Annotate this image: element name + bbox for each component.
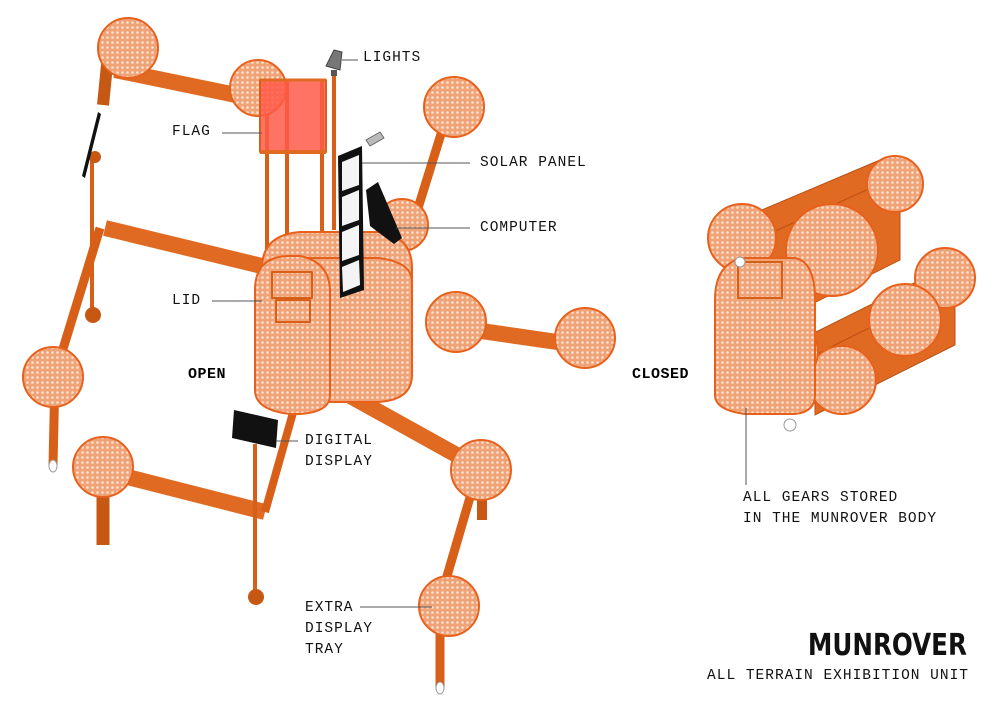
- label-solar-panel: SOLAR PANEL: [480, 155, 587, 171]
- arm-left-upper: [103, 220, 272, 276]
- label-gears-note-line1: ALL GEARS STORED: [743, 490, 899, 506]
- label-extra-display-tray: EXTRA DISPLAY TRAY: [305, 598, 373, 661]
- closed-body: [714, 257, 816, 415]
- digital-display: [232, 410, 278, 452]
- open-rover: [22, 17, 616, 695]
- left-mast-puck: [85, 307, 101, 323]
- label-gears-note: ALL GEARS STORED IN THE MUNROVER BODY: [743, 488, 937, 530]
- label-digital-display: DIGITAL DISPLAY: [305, 431, 373, 473]
- label-lid: LID: [172, 293, 202, 309]
- label-extra-display-tray-line3: TRAY: [305, 642, 344, 658]
- wheel-right-inner: [425, 291, 487, 353]
- computer: [366, 182, 402, 244]
- wheel-top-right: [423, 76, 485, 138]
- label-digital-display-line1: DIGITAL: [305, 433, 373, 449]
- label-computer: COMPUTER: [480, 220, 558, 236]
- solar-panel: [338, 131, 385, 298]
- left-gear-knob: [89, 151, 101, 163]
- rover-body-open: [254, 231, 413, 415]
- wheel-right-outer: [554, 307, 616, 369]
- wheel-top-left: [97, 17, 159, 79]
- closed-feet: [734, 256, 797, 432]
- label-digital-display-line2: DISPLAY: [305, 454, 373, 470]
- wheel-bottom-left: [72, 436, 134, 498]
- display-mast-puck: [248, 589, 264, 605]
- label-extra-display-tray-line2: DISPLAY: [305, 621, 373, 637]
- label-gears-note-line2: IN THE MUNROVER BODY: [743, 511, 938, 527]
- label-flag: FLAG: [172, 124, 211, 140]
- closed-wheels: [707, 155, 976, 415]
- label-extra-display-tray-line1: EXTRA: [305, 600, 354, 616]
- leader-lines: [212, 59, 747, 608]
- flag: [259, 78, 327, 154]
- lights: [325, 49, 343, 76]
- wheel-left: [22, 346, 84, 408]
- brand-subtitle: ALL TERRAIN EXHIBITION UNIT: [707, 668, 969, 684]
- state-open: OPEN: [188, 366, 227, 383]
- label-lights: LIGHTS: [363, 50, 422, 66]
- state-closed: CLOSED: [632, 366, 690, 383]
- brand-title: MUNROVER: [807, 628, 967, 663]
- closed-rover: [707, 155, 976, 432]
- wheel-bottom-right: [450, 439, 512, 501]
- side-panel: [82, 112, 101, 178]
- wheel-tray: [418, 575, 480, 637]
